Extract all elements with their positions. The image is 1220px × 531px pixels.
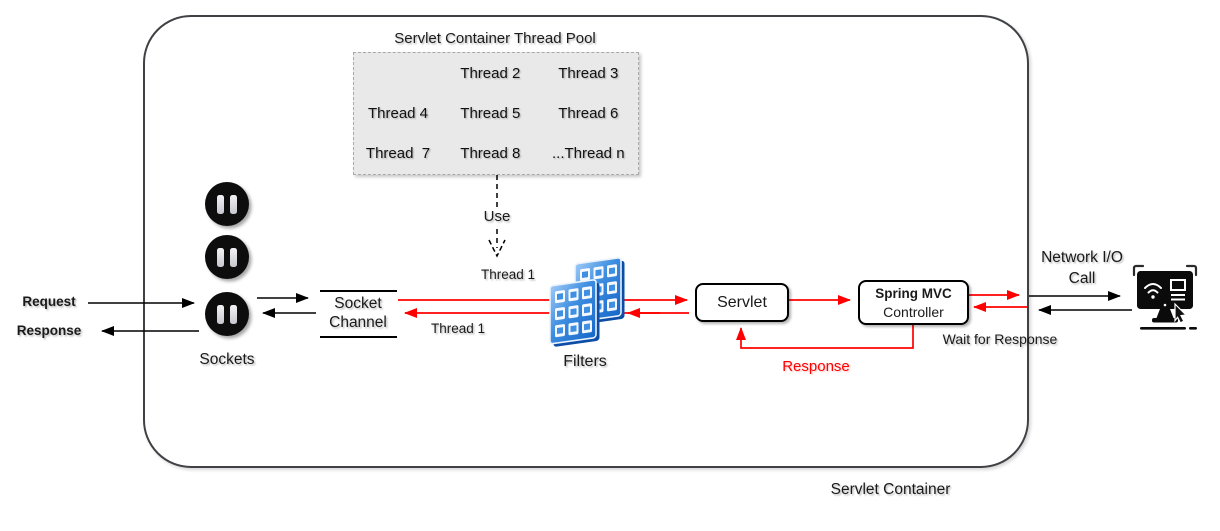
response-label: Response (16, 323, 82, 338)
socket-channel-line1: Socket (334, 295, 382, 312)
network-computer-icon (1132, 264, 1198, 330)
spring-mvc-node: Spring MVC Controller (858, 280, 969, 325)
network-io-line1: Network I/O (1041, 249, 1123, 266)
network-io-line2: Call (1068, 270, 1096, 287)
socket-icon (205, 182, 249, 226)
servlet-container-boundary (143, 15, 1029, 468)
thread1-upper-label: Thread 1 (480, 267, 536, 282)
spring-mvc-label: Spring MVC (875, 285, 952, 301)
filter-grid-icon (549, 257, 625, 347)
thread-pool-cell: Thread 4 (367, 104, 429, 122)
thread-pool-cell: Thread 8 (460, 145, 521, 163)
filters-label: Filters (563, 353, 607, 370)
spring-mvc-controller-label: Controller (883, 303, 944, 320)
thread-pool-cell: Thread 2 (460, 64, 521, 82)
response-red-label: Response (782, 358, 850, 375)
thread-pool-cell: ...Thread n (552, 145, 625, 163)
sockets-label: Sockets (199, 351, 255, 368)
wait-for-response-label: Wait for Response (942, 331, 1058, 347)
thread-pool-cell: Thread 3 (558, 64, 619, 82)
servlet-node: Servlet (695, 283, 789, 322)
thread-pool-title: Servlet Container Thread Pool (394, 30, 596, 47)
thread-pool-cell: Thread 7 (365, 145, 431, 163)
thread-pool-cell: Thread 6 (558, 104, 619, 122)
request-label: Request (22, 294, 76, 309)
socket-channel-node: Socket Channel (318, 294, 398, 332)
thread-pool-box: Thread 2 Thread 3 Thread 4 Thread 5 Thre… (353, 52, 639, 175)
thread-pool-cell: Thread 5 (460, 104, 521, 122)
socket-channel-line2: Channel (329, 314, 387, 331)
servlet-container-caption: Servlet Container (830, 481, 951, 498)
use-label: Use (480, 208, 514, 225)
socket-icon (205, 235, 249, 279)
network-io-call-label: Network I/O Call (1030, 247, 1134, 289)
servlet-label: Servlet (717, 293, 767, 311)
socket-icon (205, 292, 249, 336)
thread1-lower-label: Thread 1 (430, 321, 486, 336)
